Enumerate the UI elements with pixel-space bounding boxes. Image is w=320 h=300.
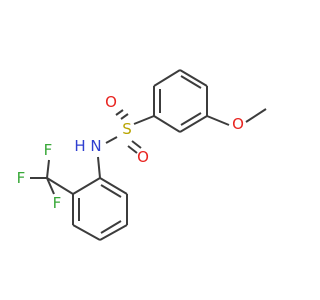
sulfur-atom-label: S <box>122 120 132 138</box>
fluorine-left-label: F <box>17 169 26 187</box>
oxygen-top-label: O <box>105 93 117 111</box>
sulfonyl-bonds <box>105 109 155 154</box>
molecule-structure: S O O N H O F F F <box>17 69 267 241</box>
methoxy-group <box>206 108 267 126</box>
fluorine-top-label: F <box>44 141 53 159</box>
methoxy-oxygen-label: O <box>232 115 244 133</box>
oxygen-bottom-label: O <box>137 148 149 166</box>
nitrogen-atom-label: N <box>90 137 101 155</box>
methoxyphenyl-ring <box>153 69 208 133</box>
nitrogen-hydrogen-label: H <box>74 137 85 155</box>
fluorine-bottom-label: F <box>53 194 62 212</box>
trifluoromethylphenyl-ring <box>72 177 128 241</box>
trifluoromethyl-group <box>30 159 74 195</box>
nitrogen-aryl-bond <box>97 156 101 179</box>
